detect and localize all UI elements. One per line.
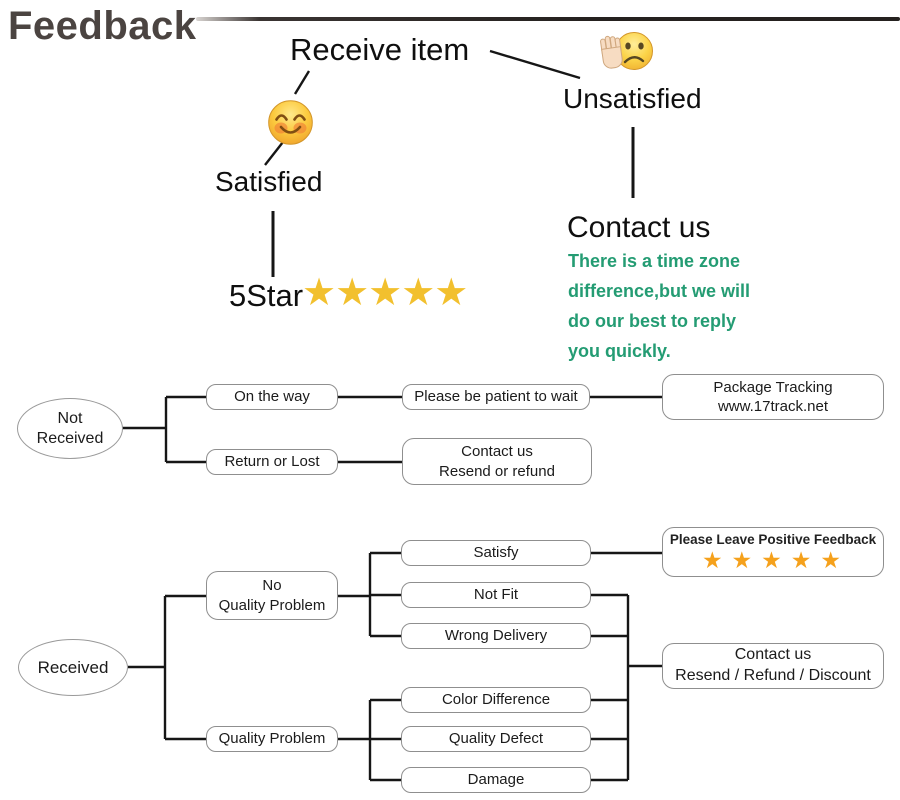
header-rule xyxy=(196,17,900,21)
contact-us-title: Contact us xyxy=(567,211,711,244)
node-label: Please be patient to wait xyxy=(414,387,578,405)
node-label: Quality Problem xyxy=(218,596,326,614)
node-label: Received xyxy=(36,429,104,447)
node-package-tracking: Package Tracking www.17track.net xyxy=(662,374,884,420)
smiling-face-icon xyxy=(267,99,314,151)
node-contact-resend-refund-discount: Contact us Resend / Refund / Discount xyxy=(662,643,884,689)
node-quality-defect: Quality Defect xyxy=(401,726,591,752)
node-label: No xyxy=(262,577,282,594)
node-label: Quality Defect xyxy=(448,729,544,747)
node-color-difference: Color Difference xyxy=(401,687,591,713)
note-line: There is a time zone xyxy=(568,251,741,271)
five-star-rating: ★★★★★ xyxy=(701,546,851,573)
note-line: difference,but we will xyxy=(568,281,751,301)
five-star-label: 5Star xyxy=(229,278,304,313)
node-no-quality-problem: No Quality Problem xyxy=(206,571,338,620)
node-on-the-way: On the way xyxy=(206,384,338,410)
node-label: Return or Lost xyxy=(224,452,320,470)
node-return-or-lost: Return or Lost xyxy=(206,449,338,475)
node-quality-problem: Quality Problem xyxy=(206,726,338,752)
node-label: Received xyxy=(37,657,109,677)
node-wrong-delivery: Wrong Delivery xyxy=(401,623,591,649)
node-label: Not Fit xyxy=(473,585,519,603)
node-label: Package Tracking xyxy=(713,378,833,396)
node-label: Damage xyxy=(467,770,525,788)
node-contact-resend-refund: Contact us Resend or refund xyxy=(402,438,592,485)
page-title: Feedback xyxy=(8,4,197,48)
node-label: Satisfy xyxy=(473,543,519,561)
node-label: Quality Problem xyxy=(218,729,326,747)
unsatisfied-face-icon xyxy=(598,30,656,87)
node-label: Wrong Delivery xyxy=(444,626,548,644)
node-positive-feedback: Please Leave Positive Feedback ★★★★★ xyxy=(662,527,884,577)
receive-item-label: Receive item xyxy=(290,32,470,67)
timezone-note: There is a time zone difference,but we w… xyxy=(568,246,750,366)
node-label: Not xyxy=(57,409,83,427)
node-not-received: Not Received xyxy=(17,398,123,459)
tracking-url: www.17track.net xyxy=(717,398,829,415)
satisfied-label: Satisfied xyxy=(215,166,323,197)
node-satisfy: Satisfy xyxy=(401,540,591,566)
node-damage: Damage xyxy=(401,767,591,793)
five-star-rating: ★★★★★ xyxy=(302,272,468,314)
node-be-patient: Please be patient to wait xyxy=(402,384,590,410)
node-label: Please Leave Positive Feedback xyxy=(669,532,877,548)
unsatisfied-label: Unsatisfied xyxy=(563,83,702,114)
node-label: Color Difference xyxy=(441,690,551,708)
node-not-fit: Not Fit xyxy=(401,582,591,608)
note-line: do our best to reply xyxy=(568,311,737,331)
node-label: Contact us xyxy=(734,646,812,664)
node-label: On the way xyxy=(234,387,310,405)
node-received: Received xyxy=(18,639,128,696)
node-label: Contact us xyxy=(461,443,533,460)
node-label: Resend / Refund / Discount xyxy=(675,667,871,684)
node-label: Resend or refund xyxy=(439,462,555,480)
note-line: you quickly. xyxy=(568,341,671,361)
